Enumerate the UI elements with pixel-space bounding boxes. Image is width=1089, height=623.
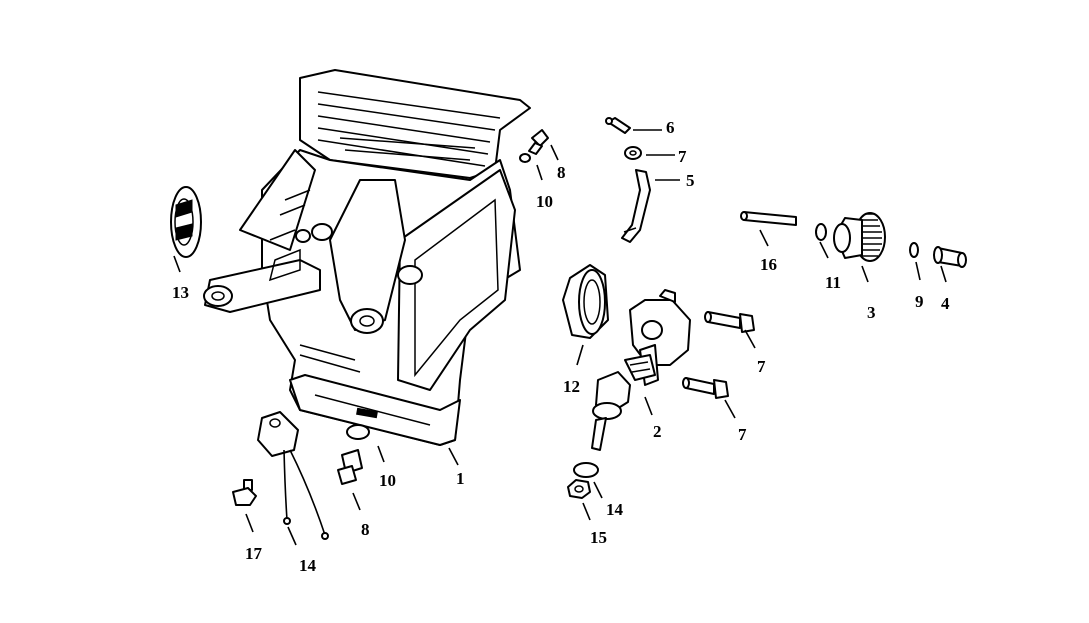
label-washer-top-10: 10 — [536, 192, 553, 211]
label-bolt-17: 17 — [245, 544, 263, 563]
label-washer-bottom-10: 10 — [379, 471, 396, 490]
governor-gear-part — [833, 212, 886, 262]
crankshaft-governor-part — [591, 289, 691, 451]
label-plug-bottom-8: 8 — [361, 520, 370, 539]
plug-bottom-8-part — [337, 449, 363, 485]
oring-right-14-part — [573, 462, 599, 478]
governor-arm-part — [621, 169, 651, 243]
label-gear-sleeve: 4 — [941, 294, 950, 313]
label-pin-clip: 6 — [666, 118, 675, 137]
label-governor-arm: 5 — [686, 171, 695, 190]
label-oring-right-14: 14 — [606, 500, 624, 519]
label-nut-15: 15 — [590, 528, 607, 547]
part-labels: 1 2 3 4 5 6 7 7 7 8 8 9 10 10 11 12 13 1… — [172, 118, 950, 575]
oil-seal-12-part — [562, 264, 609, 339]
oil-sensor-14-part — [257, 411, 329, 540]
oil-seal-13-part — [170, 186, 202, 258]
bolt-lower-7-part — [682, 377, 729, 399]
label-washer-top-7: 7 — [678, 147, 687, 166]
bolt-upper-7-part — [704, 311, 755, 333]
leader-lines — [173, 129, 947, 546]
plug-top-part — [528, 129, 549, 155]
label-plug-top-8: 8 — [557, 163, 566, 182]
bolt-17-part — [232, 479, 257, 506]
washer-11-part — [815, 223, 827, 241]
washer-bottom-10-part — [346, 424, 370, 440]
label-oil-seal-12: 12 — [563, 377, 580, 396]
crankcase-part — [203, 69, 531, 446]
label-governor-gear: 3 — [867, 303, 876, 322]
label-bolt-upper-7: 7 — [757, 357, 766, 376]
label-washer-9: 9 — [915, 292, 924, 311]
washer-9-part — [909, 242, 919, 258]
label-washer-11: 11 — [825, 273, 841, 292]
label-bolt-lower-7: 7 — [738, 425, 747, 444]
shaft-16-part — [740, 211, 797, 226]
nut-15-part — [567, 479, 591, 499]
washer-top-7-part — [624, 146, 642, 160]
gear-sleeve-part — [933, 246, 967, 268]
label-crankshaft-governor: 2 — [653, 422, 662, 441]
label-crankcase: 1 — [456, 469, 465, 488]
label-shaft-16: 16 — [760, 255, 777, 274]
label-oil-seal-13: 13 — [172, 283, 189, 302]
washer-top-10-part — [519, 153, 531, 163]
label-oring-bottom-14: 14 — [299, 556, 317, 575]
pin-clip-part — [605, 117, 631, 134]
